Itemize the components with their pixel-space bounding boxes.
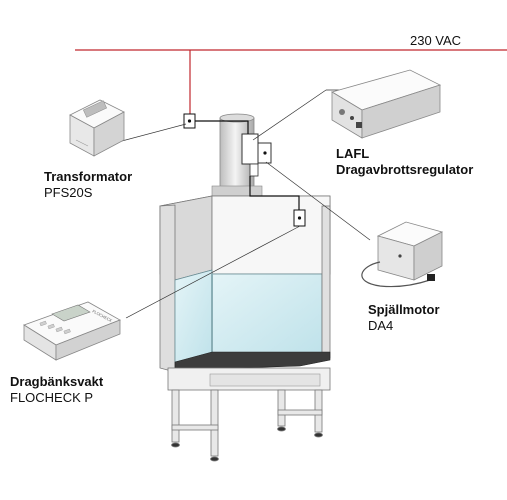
- transformator-title: Transformator: [44, 169, 133, 184]
- dragbanksvakt-label: Dragbänksvakt FLOCHECK P: [10, 374, 103, 406]
- lafl-model: Dragavbrottsregulator: [336, 162, 474, 177]
- spjallmotor-title: Spjällmotor: [368, 302, 440, 317]
- hood-stand: [171, 389, 323, 462]
- flocheck-device: FLOCHECK: [23, 301, 121, 361]
- power-line: [75, 49, 507, 116]
- transformator-label: Transformator PFS20S: [44, 169, 132, 201]
- junction-box-hood: [293, 209, 306, 227]
- fume-hood: [159, 195, 331, 391]
- transformator-model: PFS20S: [44, 185, 93, 200]
- lafl-unit-on-duct: [241, 133, 272, 177]
- signal-wiring: [195, 120, 300, 210]
- transformator-device: [69, 99, 125, 157]
- spjallmotor-label: Spjällmotor DA4: [368, 302, 440, 334]
- lafl-title: LAFL: [336, 146, 370, 161]
- sash-glass: [174, 269, 323, 363]
- dragbanksvakt-title: Dragbänksvakt: [10, 374, 104, 389]
- spjallmotor-device: [361, 221, 444, 288]
- lafl-label: LAFL Dragavbrottsregulator: [336, 146, 473, 178]
- power-line-label: 230 VAC: [410, 33, 462, 48]
- dragbanksvakt-model: FLOCHECK P: [10, 390, 94, 405]
- lafl-device: [330, 69, 442, 139]
- junction-box-transformer: [183, 113, 196, 129]
- spjallmotor-model: DA4: [368, 318, 394, 333]
